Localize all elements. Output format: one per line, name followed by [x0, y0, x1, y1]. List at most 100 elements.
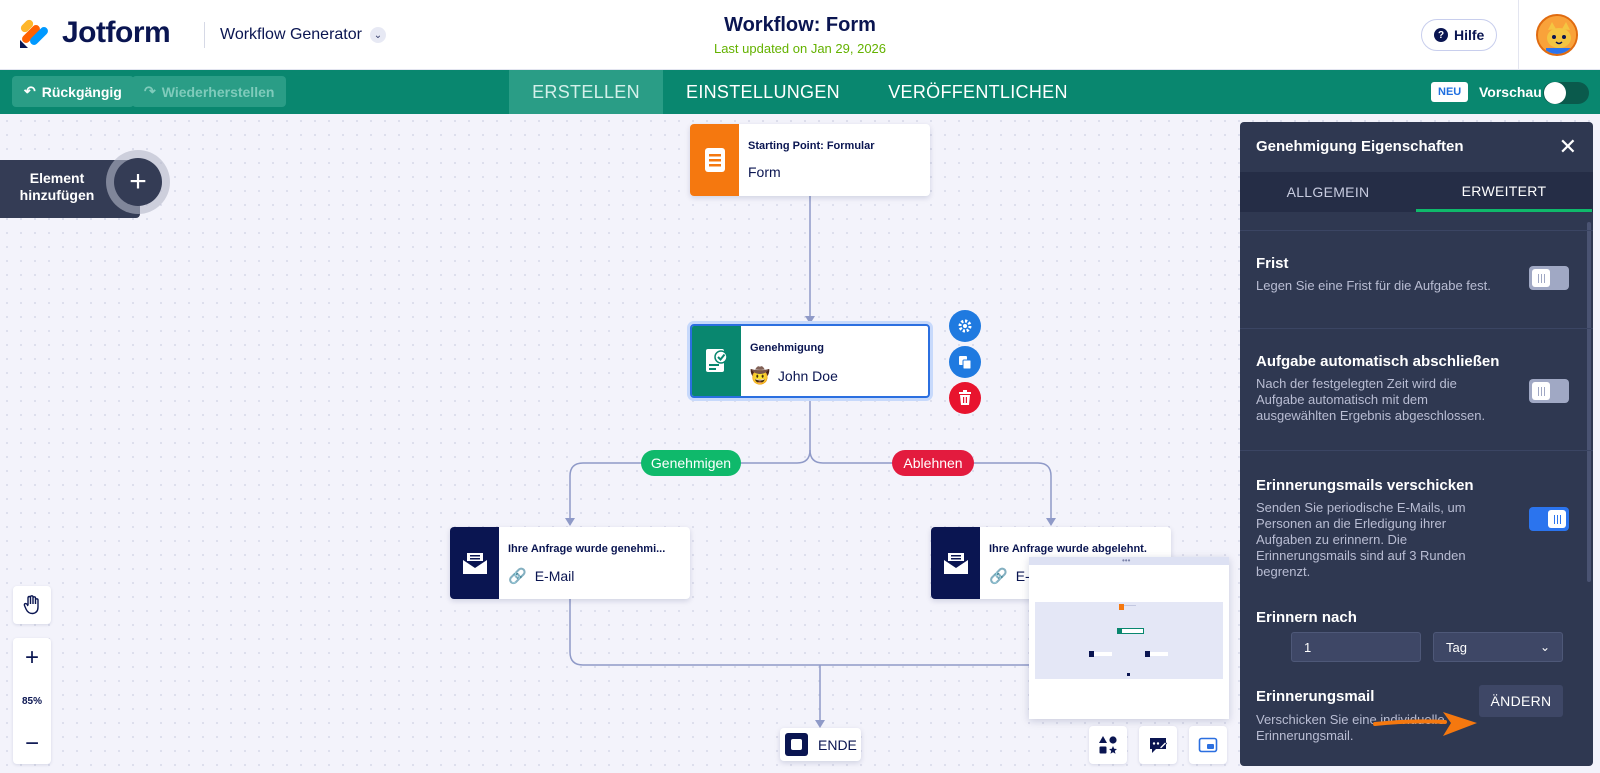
node-subtitle-text: E-Mail	[534, 568, 575, 584]
avatar-divider	[1518, 0, 1519, 70]
tab-allgemein[interactable]: ALLGEMEIN	[1286, 184, 1370, 200]
title-block: Workflow: Form Last updated on Jan 29, 2…	[600, 14, 1000, 56]
avatar-illustration-icon	[1538, 16, 1576, 54]
last-updated: Last updated on Jan 29, 2026	[713, 41, 887, 56]
chevron-down-icon: ⌄	[369, 27, 386, 43]
end-node[interactable]: ENDE	[780, 728, 861, 761]
comments-tool-button[interactable]	[1139, 726, 1177, 764]
branch-approve-label[interactable]: Genehmigen	[641, 450, 741, 476]
envelope-icon	[943, 553, 968, 574]
reminders-section: Erinnerungsmails verschicken Senden Sie …	[1240, 450, 1593, 766]
workflow-generator-switcher[interactable]: Workflow Generator ⌄	[220, 26, 386, 44]
section-heading: Frist	[1256, 255, 1289, 272]
panel-tabs: ALLGEMEIN ERWEITERT	[1240, 172, 1593, 212]
undo-icon: ↶	[24, 83, 36, 99]
help-button[interactable]: ? Hilfe	[1421, 19, 1498, 51]
node-assignee: 🤠 John Doe	[750, 366, 838, 386]
page-title[interactable]: Workflow: Form	[724, 14, 876, 36]
properties-panel: Genehmigung Eigenschaften ✕ ALLGEMEIN ER…	[1240, 122, 1593, 766]
node-subtitle-text: E-	[1015, 568, 1030, 584]
section-description: Senden Sie periodische E-Mails, um Perso…	[1256, 500, 1466, 579]
tab-erstellen[interactable]: ERSTELLEN	[509, 70, 663, 114]
redo-button[interactable]: ↷ Wiederherstellen	[132, 76, 287, 107]
email-icon-tile	[450, 527, 499, 599]
stop-icon	[791, 739, 802, 750]
annotation-arrow-icon	[1373, 712, 1477, 736]
deadline-toggle[interactable]	[1529, 266, 1569, 290]
envelope-icon	[462, 553, 487, 574]
assignee-name: John Doe	[777, 368, 838, 384]
node-delete-button[interactable]	[949, 382, 981, 414]
section-description: Legen Sie eine Frist für die Aufgabe fes…	[1256, 278, 1491, 293]
builder-toolbar: ↶ Rückgängig ↷ Wiederherstellen ERSTELLE…	[0, 70, 1600, 114]
add-element-label: Element hinzufügen	[19, 170, 95, 203]
auto-complete-section: Aufgabe automatisch abschließen Nach der…	[1240, 328, 1593, 450]
email-approved-node[interactable]: Ihre Anfrage wurde genehmi... 🔗 E-Mail	[450, 527, 690, 599]
approval-document-icon	[705, 349, 728, 372]
picture-in-picture-icon	[1198, 737, 1218, 753]
reminders-toggle[interactable]	[1529, 507, 1569, 531]
link-icon: 🔗	[989, 568, 1008, 585]
header-divider	[204, 22, 205, 48]
jotform-logo[interactable]: Jotform	[18, 16, 171, 50]
add-element-button[interactable]: +	[114, 158, 162, 206]
tab-erweitert[interactable]: ERWEITERT	[1416, 172, 1592, 212]
node-subtitle: Form	[748, 164, 781, 180]
trash-icon	[959, 390, 971, 405]
zoom-out-button[interactable]: −	[24, 730, 39, 757]
auto-complete-toggle[interactable]	[1529, 379, 1569, 403]
panel-header: Genehmigung Eigenschaften	[1240, 122, 1593, 172]
end-label: ENDE	[818, 737, 857, 753]
undo-label: Rückgängig	[41, 83, 122, 100]
panel-scrollbar[interactable]	[1587, 222, 1591, 582]
toggle-knob	[1532, 269, 1550, 287]
comment-edit-icon	[1150, 738, 1168, 753]
remind-after-heading: Erinnern nach	[1256, 609, 1357, 626]
node-subtitle: 🔗 E-Mail	[508, 567, 574, 585]
node-settings-button[interactable]	[949, 310, 981, 342]
tab-veroeffentlichen[interactable]: VERÖFFENTLICHEN	[888, 81, 1068, 102]
node-subtitle: 🔗 E-	[989, 567, 1030, 585]
remind-after-unit-select[interactable]: Tag ⌄	[1433, 632, 1563, 662]
remind-after-value: 1	[1304, 639, 1312, 655]
remind-after-input[interactable]: 1	[1291, 632, 1421, 662]
link-icon: 🔗	[508, 568, 527, 585]
elements-tool-button[interactable]	[1089, 726, 1127, 764]
shapes-icon	[1099, 736, 1117, 754]
node-duplicate-button[interactable]	[949, 346, 981, 378]
preview-toggle[interactable]	[1543, 82, 1589, 104]
undo-button[interactable]: ↶ Rückgängig	[12, 76, 134, 107]
minimap-drag-handle[interactable]: •••	[1029, 557, 1229, 565]
node-title: Ihre Anfrage wurde abgelehnt.	[989, 543, 1147, 555]
toggle-knob	[1532, 382, 1550, 400]
remind-after-unit: Tag	[1446, 639, 1467, 655]
avatar[interactable]	[1536, 14, 1578, 56]
zoom-level: 85%	[21, 695, 42, 707]
node-title: Ihre Anfrage wurde genehmi...	[508, 543, 666, 555]
help-label: Hilfe	[1454, 27, 1485, 43]
plus-icon: +	[129, 165, 147, 198]
close-icon[interactable]: ✕	[1558, 134, 1577, 159]
top-header: Jotform Workflow Generator ⌄ Workflow: F…	[0, 0, 1600, 70]
node-subtitle-text: Form	[748, 164, 781, 180]
minimap-toggle-button[interactable]	[1189, 726, 1227, 764]
minimap[interactable]: •••	[1029, 557, 1229, 719]
end-icon-tile	[785, 733, 808, 756]
starting-point-node[interactable]: Starting Point: Formular Form	[690, 124, 930, 196]
pan-tool-button[interactable]	[13, 586, 51, 624]
preview-label: Vorschau	[1479, 84, 1542, 100]
tab-einstellungen[interactable]: EINSTELLUNGEN	[686, 81, 840, 102]
change-reminder-mail-button[interactable]: ÄNDERN	[1479, 685, 1563, 717]
question-icon: ?	[1434, 28, 1448, 42]
deadline-section: Frist Legen Sie eine Frist für die Aufga…	[1240, 230, 1593, 328]
zoom-in-button[interactable]: +	[24, 644, 39, 671]
minimap-viewport	[1035, 602, 1223, 679]
email-icon-tile	[931, 527, 980, 599]
new-badge: NEU	[1431, 82, 1469, 102]
drag-dots-icon: •••	[1122, 556, 1131, 565]
chevron-down-icon: ⌄	[1539, 640, 1550, 654]
form-icon	[704, 148, 725, 172]
branch-reject-label[interactable]: Ablehnen	[892, 450, 974, 476]
approval-node[interactable]: Genehmigung 🤠 John Doe	[690, 324, 930, 398]
node-title: Genehmigung	[750, 342, 824, 354]
